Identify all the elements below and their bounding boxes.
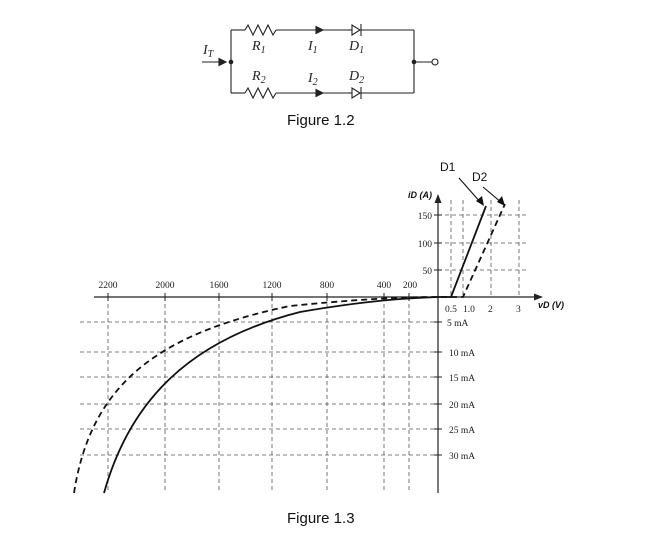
horizontal-gridlines: [80, 214, 526, 456]
diode-d2: [348, 87, 362, 99]
tick-25ma: 25 mA: [449, 426, 475, 436]
tick-3: 3: [516, 305, 521, 315]
tick-10ma: 10 mA: [449, 349, 475, 359]
y-axis-arrowhead: [434, 194, 442, 203]
label-i1: I1: [307, 39, 318, 56]
tick-100: 100: [418, 240, 433, 250]
tick-800: 800: [320, 281, 335, 291]
tick-2200: 2200: [99, 281, 118, 291]
tick-1-0: 1.0: [463, 305, 475, 315]
output-terminal: [431, 58, 439, 66]
tick-0-5: 0.5: [445, 305, 457, 315]
tick-400: 400: [377, 281, 392, 291]
tick-1200: 1200: [263, 281, 282, 291]
diode-d1: [348, 24, 362, 36]
tick-2000: 2000: [156, 281, 175, 291]
tick-15ma: 15 mA: [449, 374, 475, 384]
d1-label: D1: [440, 160, 456, 174]
current-i1-arrow: [315, 25, 325, 35]
input-current-arrowhead: [218, 57, 228, 67]
figure-1-3-caption: Figure 1.3: [287, 510, 355, 527]
label-r1: R1: [251, 39, 266, 56]
x-axis-label: vD (V): [538, 300, 564, 310]
label-r2: R2: [251, 69, 266, 86]
tick-1600: 1600: [210, 281, 229, 291]
tick-5ma: 5 mA: [447, 319, 469, 329]
label-d2: D2: [348, 69, 364, 86]
resistor-r2: [244, 86, 277, 100]
label-i2: I2: [307, 71, 318, 88]
x-axis-arrowhead: [534, 293, 543, 301]
tick-2: 2: [488, 305, 493, 315]
tick-150: 150: [418, 212, 433, 222]
tick-30ma: 30 mA: [449, 452, 475, 462]
y-axis-label: iD (A): [408, 190, 432, 200]
tick-50: 50: [423, 267, 433, 277]
d2-label: D2: [472, 170, 488, 184]
tick-200: 200: [403, 281, 418, 291]
diode-characteristic-plot: [73, 177, 543, 494]
circuit-diagram: [202, 23, 439, 100]
resistor-r1: [244, 23, 277, 37]
d2-curve: [73, 203, 506, 494]
figure-1-2-caption: Figure 1.2: [287, 112, 355, 129]
label-d1: D1: [348, 39, 364, 56]
label-it: IT: [202, 43, 215, 60]
vertical-gridlines: [107, 200, 520, 493]
current-i2-arrow: [315, 88, 325, 98]
tick-20ma: 20 mA: [449, 401, 475, 411]
